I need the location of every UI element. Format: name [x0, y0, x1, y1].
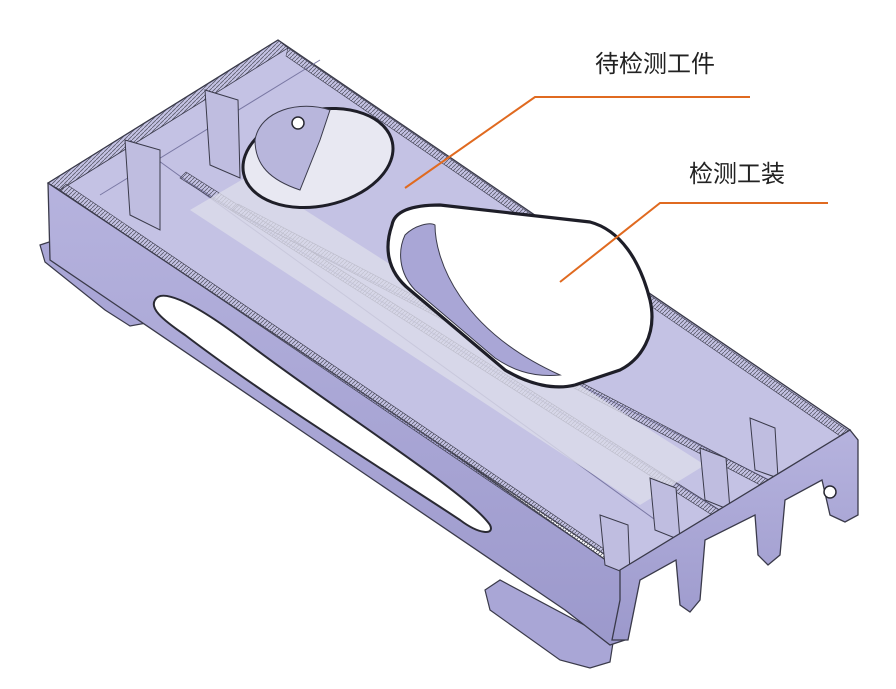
callout-leader-line: [559, 202, 828, 283]
callout-leader-line: [404, 96, 750, 189]
mounting-tab-bottom: [484, 579, 616, 669]
callout-workpiece: 待检测工件: [404, 50, 750, 189]
callout-fixture: 检测工装: [559, 160, 828, 283]
callout-label: 检测工装: [689, 160, 785, 188]
window-opening: [386, 203, 654, 389]
callout-label: 待检测工件: [595, 50, 715, 78]
side-slot: [152, 294, 492, 533]
fixture-end-wall: [611, 429, 859, 641]
round-opening: [241, 105, 395, 210]
